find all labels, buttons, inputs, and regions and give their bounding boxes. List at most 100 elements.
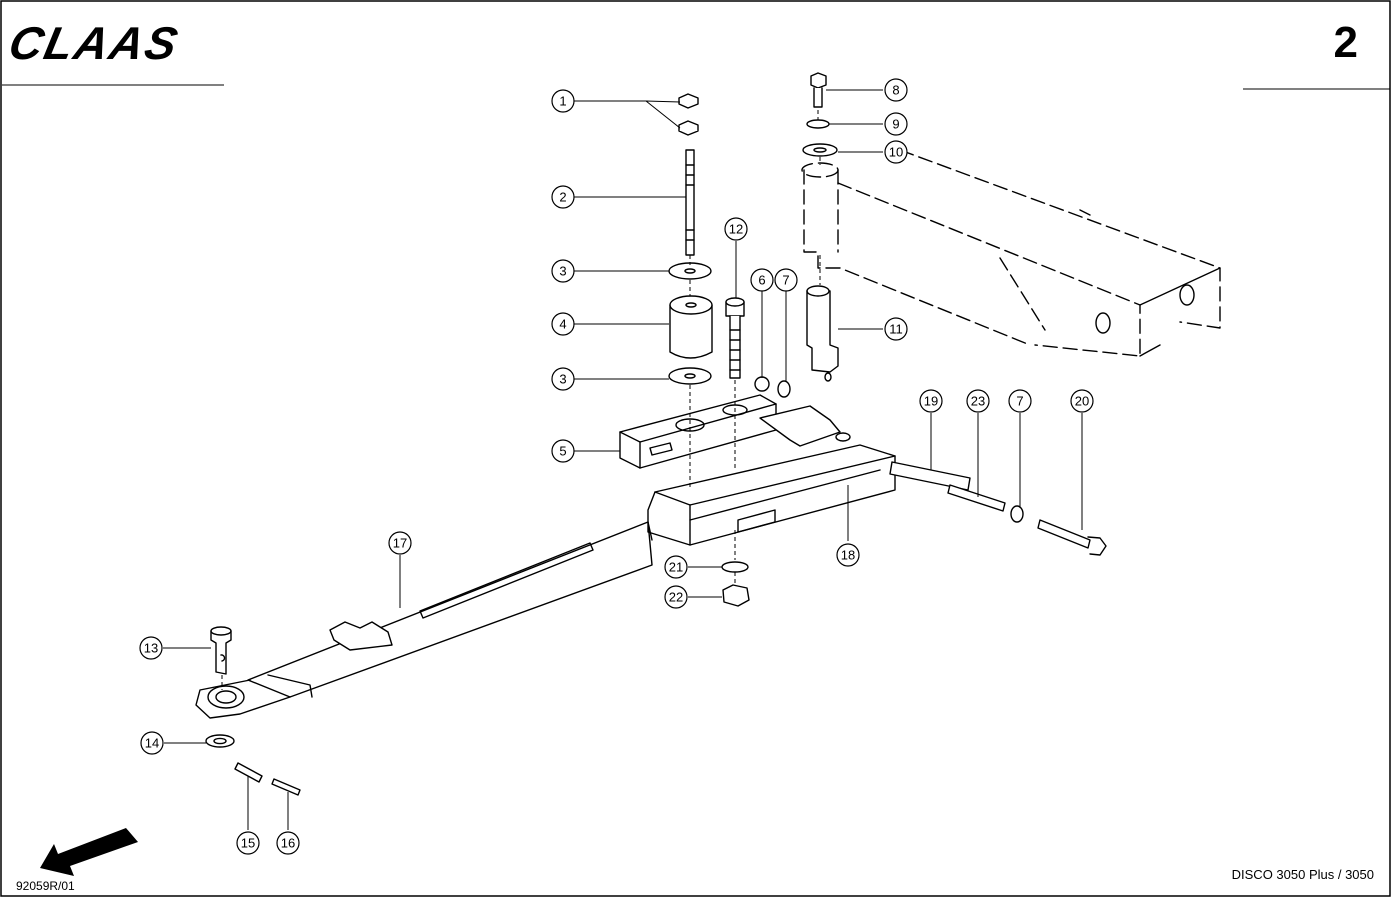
rubber-block-4 bbox=[669, 295, 713, 359]
bolt-20 bbox=[1037, 519, 1107, 556]
leader-lines bbox=[163, 89, 1083, 830]
washer-7-left bbox=[777, 380, 791, 398]
callout-21: 21 bbox=[664, 555, 688, 579]
callout-number: 8 bbox=[892, 83, 899, 98]
washer-9 bbox=[806, 119, 830, 129]
callout-circle bbox=[139, 636, 163, 660]
model-name: DISCO 3050 Plus / 3050 bbox=[1231, 867, 1374, 882]
alignment-lines bbox=[221, 110, 821, 690]
callout-2: 2 bbox=[551, 185, 575, 209]
callout-number: 20 bbox=[1075, 394, 1089, 409]
callout-18: 18 bbox=[836, 543, 860, 567]
callout-number: 7 bbox=[1016, 394, 1023, 409]
washer-7-right bbox=[1010, 505, 1024, 523]
callout-7: 7 bbox=[1008, 389, 1032, 413]
callout-number: 17 bbox=[393, 536, 407, 551]
callout-11: 11 bbox=[884, 317, 908, 341]
pin-16 bbox=[271, 778, 301, 796]
callout-1: 1 bbox=[551, 89, 575, 113]
callout-15: 15 bbox=[236, 831, 260, 855]
callout-circle bbox=[884, 78, 908, 102]
callout-number: 12 bbox=[729, 222, 743, 237]
callout-23: 23 bbox=[966, 389, 990, 413]
callout-number: 16 bbox=[281, 836, 295, 851]
callout-5: 5 bbox=[551, 439, 575, 463]
callout-number: 19 bbox=[924, 394, 938, 409]
washer-10-hole bbox=[813, 147, 827, 153]
washer-3-top bbox=[668, 262, 712, 280]
washer-14-hole bbox=[213, 737, 227, 745]
callout-circle bbox=[884, 317, 908, 341]
bolt-8 bbox=[810, 72, 827, 108]
stud-2 bbox=[685, 149, 695, 256]
callout-circle bbox=[551, 439, 575, 463]
callout-6: 6 bbox=[750, 268, 774, 292]
washer-21 bbox=[721, 561, 749, 573]
callout-number: 10 bbox=[889, 145, 903, 160]
callout-number: 4 bbox=[559, 317, 566, 332]
callout-number: 23 bbox=[971, 394, 985, 409]
callout-16: 16 bbox=[276, 831, 300, 855]
page-number: 2 bbox=[1333, 18, 1358, 67]
callout-circle bbox=[750, 268, 774, 292]
nut-22 bbox=[722, 584, 750, 607]
callout-number: 11 bbox=[889, 322, 903, 337]
callout-8: 8 bbox=[884, 78, 908, 102]
callout-circle bbox=[884, 140, 908, 164]
callout-circle bbox=[966, 389, 990, 413]
callout-13: 13 bbox=[139, 636, 163, 660]
drawing-id: 92059R/01 bbox=[16, 879, 75, 893]
washer-3-bottom-hole bbox=[684, 373, 696, 379]
callout-number: 18 bbox=[841, 548, 855, 563]
bushing-11 bbox=[806, 285, 839, 382]
bolt-13 bbox=[210, 626, 232, 675]
callout-circle bbox=[551, 312, 575, 336]
callout-circle bbox=[664, 555, 688, 579]
callout-circle bbox=[276, 831, 300, 855]
callout-circle bbox=[551, 89, 575, 113]
callout-20: 20 bbox=[1070, 389, 1094, 413]
channel-18 bbox=[647, 405, 896, 546]
sleeve-19 bbox=[889, 461, 971, 491]
callout-circle bbox=[836, 543, 860, 567]
frame-beam-solid bbox=[1095, 267, 1221, 357]
frame-beam-dashed bbox=[801, 149, 1221, 357]
callout-circle bbox=[919, 389, 943, 413]
callout-number: 3 bbox=[559, 264, 566, 279]
callout-4: 4 bbox=[551, 312, 575, 336]
bolt-12 bbox=[725, 297, 745, 379]
arm-17 bbox=[195, 521, 653, 719]
callout-12: 12 bbox=[724, 217, 748, 241]
nuts-1 bbox=[678, 93, 699, 136]
callout-3: 3 bbox=[551, 259, 575, 283]
washer-14 bbox=[205, 734, 235, 748]
callout-number: 1 bbox=[559, 94, 566, 109]
callout-circle bbox=[774, 268, 798, 292]
washer-10 bbox=[802, 143, 838, 157]
callout-number: 2 bbox=[559, 190, 566, 205]
callout-9: 9 bbox=[884, 112, 908, 136]
callout-number: 6 bbox=[758, 273, 765, 288]
callout-number: 13 bbox=[144, 641, 158, 656]
callout-7: 7 bbox=[774, 268, 798, 292]
arrow-down-left-icon bbox=[40, 828, 138, 876]
washer-3-top-hole bbox=[684, 268, 696, 274]
callout-number: 15 bbox=[241, 836, 255, 851]
callout-22: 22 bbox=[664, 585, 688, 609]
callout-17: 17 bbox=[388, 531, 412, 555]
callout-circle bbox=[551, 367, 575, 391]
callout-circle bbox=[664, 585, 688, 609]
callout-circle bbox=[884, 112, 908, 136]
callout-circle bbox=[140, 731, 164, 755]
callout-number: 14 bbox=[145, 736, 159, 751]
callout-19: 19 bbox=[919, 389, 943, 413]
callout-number: 9 bbox=[892, 117, 899, 132]
brand-logo: CLAAS bbox=[4, 17, 184, 69]
callout-10: 10 bbox=[884, 140, 908, 164]
callout-number: 3 bbox=[559, 372, 566, 387]
pin-15 bbox=[234, 762, 263, 783]
callout-circle bbox=[236, 831, 260, 855]
callout-circle bbox=[1070, 389, 1094, 413]
